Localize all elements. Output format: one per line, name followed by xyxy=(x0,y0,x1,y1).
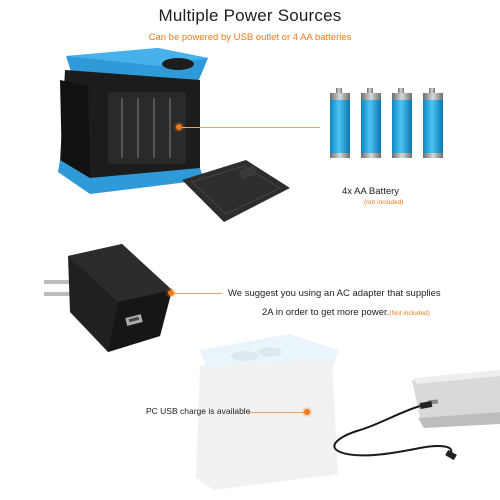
battery-callout-dot xyxy=(176,124,182,130)
page-title: Multiple Power Sources xyxy=(158,6,342,25)
usb-callout-dot xyxy=(304,409,310,415)
adapter-note: (Not included) xyxy=(389,310,430,317)
adapter-text-line2-wrap: 2A in order to get more power.(Not inclu… xyxy=(262,302,430,320)
battery-note: (not included) xyxy=(364,199,404,206)
adapter-callout-dot xyxy=(168,290,174,296)
adapter-callout-line xyxy=(174,293,222,294)
battery-label: 4x AA Battery xyxy=(342,186,400,197)
page-subtitle: Can be powered by USB outlet or 4 AA bat… xyxy=(148,32,352,43)
usb-label: PC USB charge is available xyxy=(146,406,251,416)
adapter-text-line1: We suggest you using an AC adapter that … xyxy=(228,288,441,299)
adapter-text-line2: 2A in order to get more power. xyxy=(262,307,390,318)
battery-callout-line xyxy=(182,127,320,128)
usb-callout-line xyxy=(248,412,308,413)
